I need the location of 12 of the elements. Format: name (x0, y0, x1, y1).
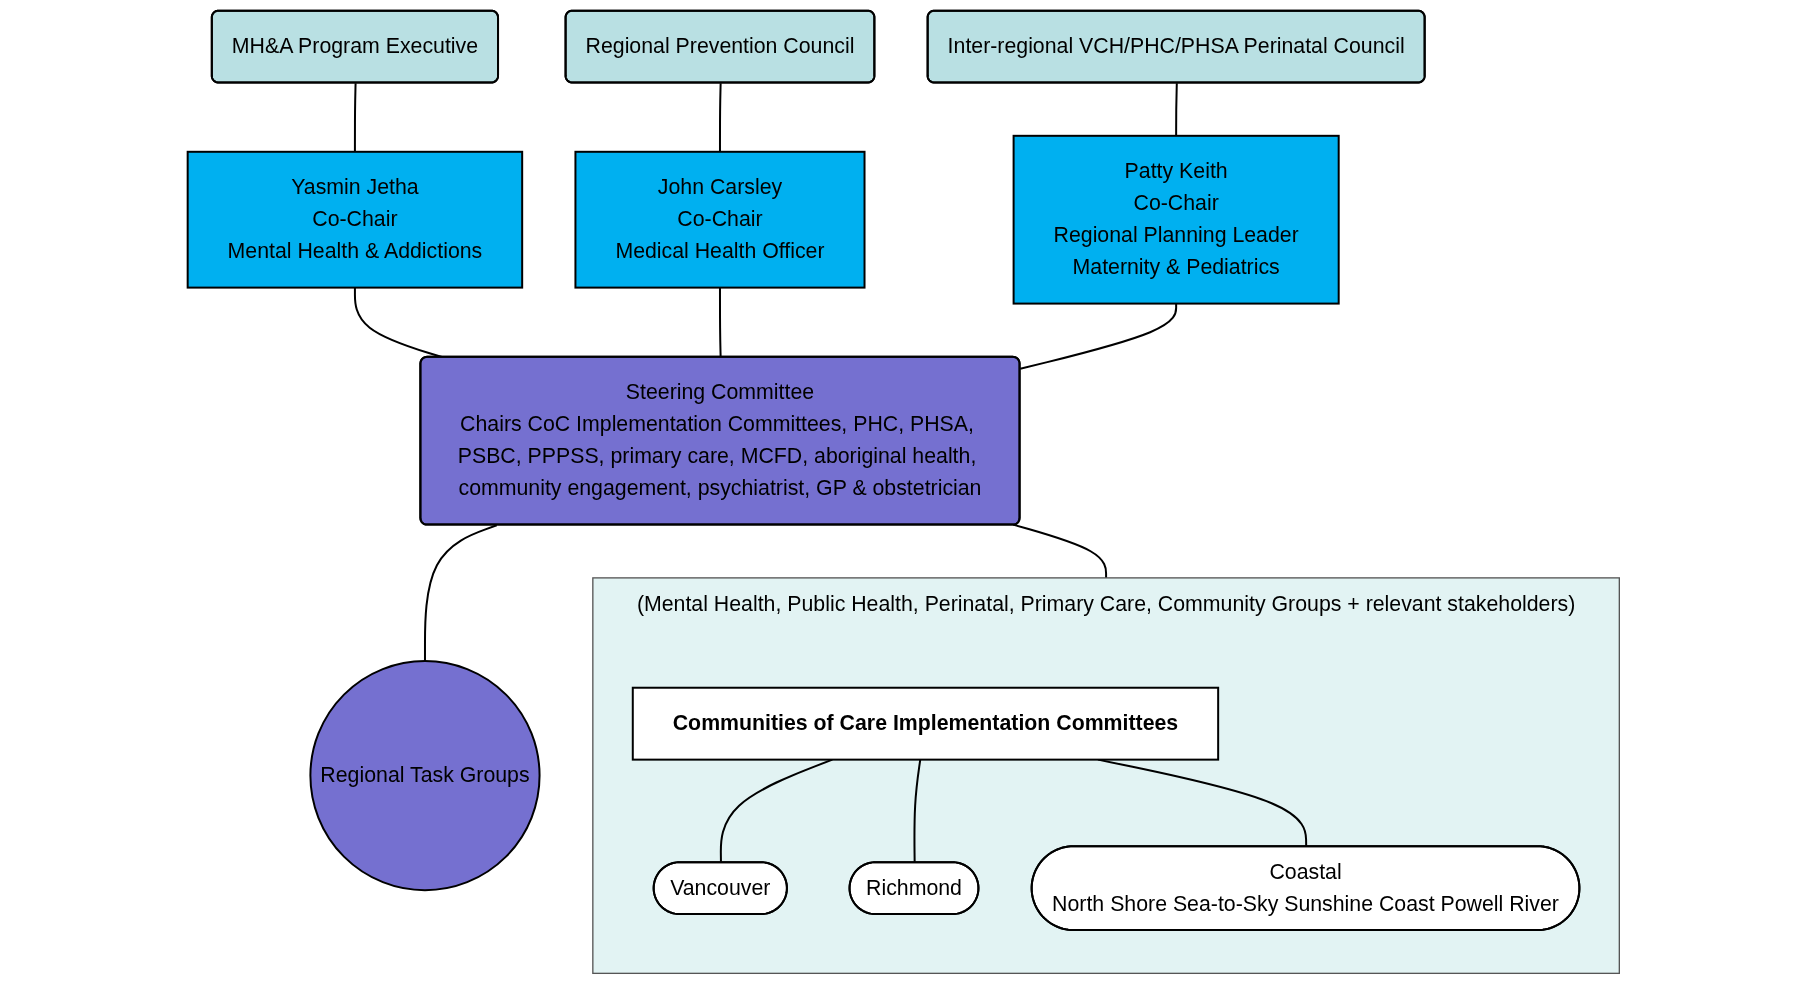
node-box: Yasmin Jetha Co-Chair Mental Health & Addictions (186, 150, 524, 289)
connector (353, 82, 357, 153)
node-box: Communities of Care Implementation Committees (631, 686, 1220, 761)
connector (1019, 302, 1178, 370)
connector (1175, 82, 1178, 137)
connector (913, 758, 922, 864)
node-circle: Regional Task Groups (309, 660, 541, 892)
connector (1012, 523, 1108, 579)
connector (719, 82, 722, 153)
connector (424, 524, 498, 662)
node-box: Patty Keith Co-Chair Regional Planning Leader Maternity & Pediatrics (1012, 134, 1340, 305)
node-box: John Carsley Co-Chair Medical Health Officer (574, 150, 866, 289)
